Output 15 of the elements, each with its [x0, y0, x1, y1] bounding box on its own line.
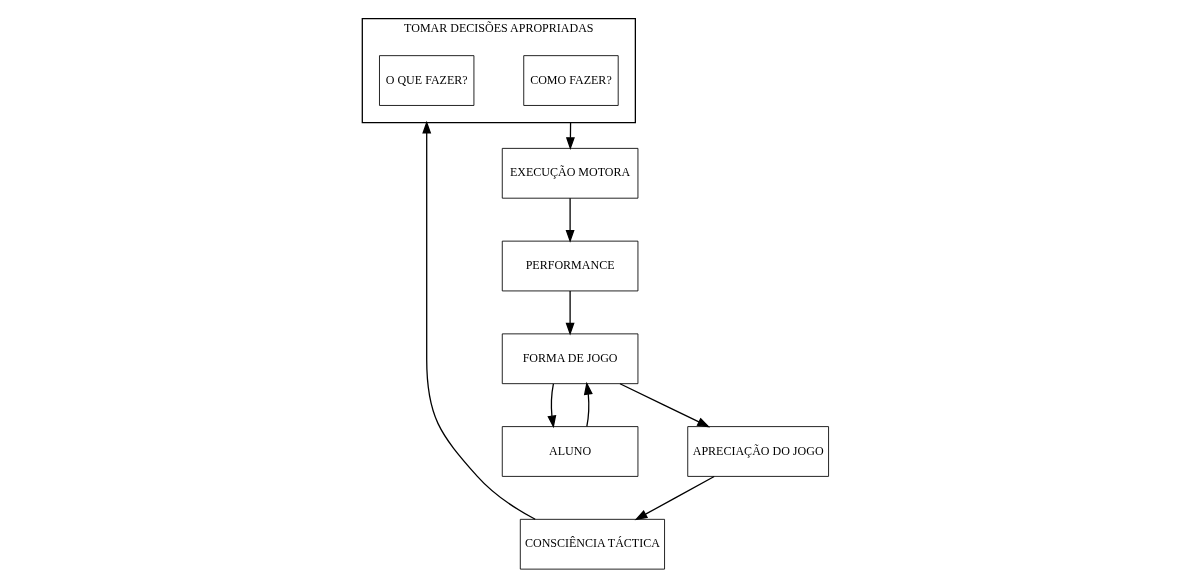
node-box: ALUNO — [501, 426, 639, 477]
node-box: EXECUÇÃO MOTORA — [501, 147, 639, 199]
node-box: APRECIAÇÃO DO JOGO — [687, 426, 829, 477]
node-box: CONSCIÊNCIA TÁCTICA — [519, 518, 665, 570]
arrow — [619, 383, 711, 428]
node-box: O QUE FAZER? — [379, 55, 475, 106]
arrow — [565, 197, 575, 243]
arrow — [634, 475, 715, 521]
arrow — [547, 383, 557, 429]
node-box: FORMA DE JOGO — [501, 333, 639, 385]
arrow — [565, 290, 575, 336]
arrow — [583, 381, 593, 428]
node-box: COMO FAZER? — [523, 55, 619, 106]
arrow — [422, 120, 536, 520]
node-box: PERFORMANCE — [501, 240, 639, 292]
